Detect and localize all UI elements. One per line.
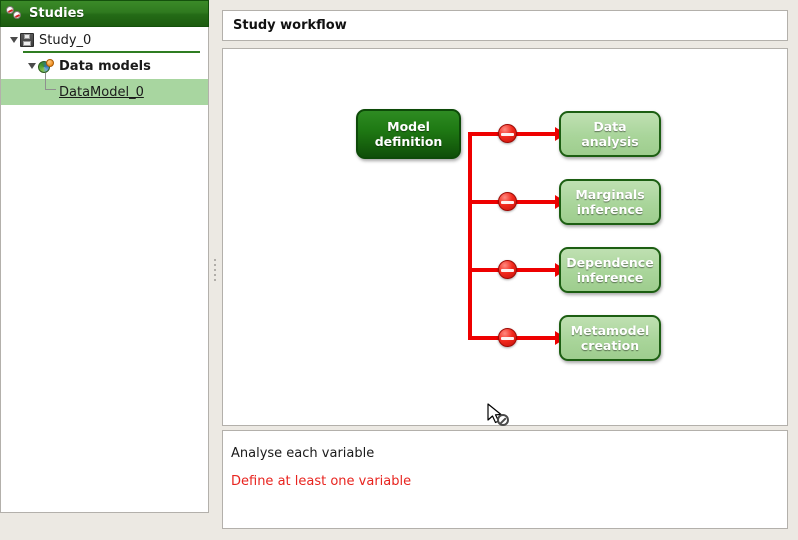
node-label-line2: analysis xyxy=(581,134,639,149)
workflow-diagram: Model definition Data analysis Marginals… xyxy=(223,49,787,425)
page-title: Study workflow xyxy=(222,10,788,41)
tree-item-study-0[interactable]: Study_0 xyxy=(1,27,208,53)
tree-item-datamodel-0[interactable]: DataModel_0 xyxy=(1,73,208,105)
studies-tree[interactable]: Study_0 Data models DataModel_0 xyxy=(0,27,209,513)
node-label-line1: Dependence xyxy=(566,255,654,270)
panel-splitter[interactable] xyxy=(209,27,220,513)
data-models-pie-icon xyxy=(38,58,54,74)
expand-collapse-study-0-icon[interactable] xyxy=(7,37,20,43)
workflow-node-marginals-inference[interactable]: Marginals inference xyxy=(559,179,661,225)
splitter-grip-icon xyxy=(213,259,216,281)
studies-dock-title: Studies xyxy=(29,6,85,21)
workflow-node-data-analysis[interactable]: Data analysis xyxy=(559,111,661,157)
node-label-line1: Data xyxy=(593,119,627,134)
page-title-label: Study workflow xyxy=(233,18,347,33)
workflow-trunk-line xyxy=(468,134,472,339)
no-entry-icon[interactable] xyxy=(498,260,517,279)
studies-dock-header: Studies xyxy=(0,0,209,27)
tree-item-data-models-label: Data models xyxy=(59,58,151,74)
node-label-line2: creation xyxy=(580,338,640,353)
workflow-node-metamodel-creation[interactable]: Metamodel creation xyxy=(559,315,661,361)
message-panel: Analyse each variable Define at least on… xyxy=(222,430,788,529)
workflow-node-dependence-inference[interactable]: Dependence inference xyxy=(559,247,661,293)
floppy-disk-icon xyxy=(20,33,34,47)
expand-collapse-data-models-icon[interactable] xyxy=(25,63,38,69)
node-label-line1: Metamodel xyxy=(570,323,650,338)
node-label-line2: inference xyxy=(576,270,644,285)
no-entry-icon[interactable] xyxy=(498,328,517,347)
node-label-line2: definition xyxy=(374,134,443,149)
node-label-line1: Model xyxy=(387,119,430,134)
workflow-node-model-definition[interactable]: Model definition xyxy=(356,109,461,159)
tree-row-underline xyxy=(23,51,200,53)
studies-dock: Studies Study_0 Data models DataModel_0 xyxy=(0,0,213,540)
studies-balls-icon xyxy=(6,6,23,21)
pointer-no-drop-icon xyxy=(486,403,512,429)
tree-item-study-0-label: Study_0 xyxy=(39,32,92,48)
tree-item-datamodel-0-label: DataModel_0 xyxy=(59,84,144,100)
no-entry-icon[interactable] xyxy=(498,124,517,143)
no-entry-icon[interactable] xyxy=(498,192,517,211)
tree-item-data-models[interactable]: Data models xyxy=(1,53,208,79)
tree-connector-line xyxy=(45,73,56,90)
message-error: Define at least one variable xyxy=(231,474,412,489)
node-label-line1: Marginals xyxy=(575,187,645,202)
workflow-canvas[interactable]: Model definition Data analysis Marginals… xyxy=(222,48,788,426)
message-info: Analyse each variable xyxy=(231,446,375,461)
node-label-line2: inference xyxy=(576,202,644,217)
